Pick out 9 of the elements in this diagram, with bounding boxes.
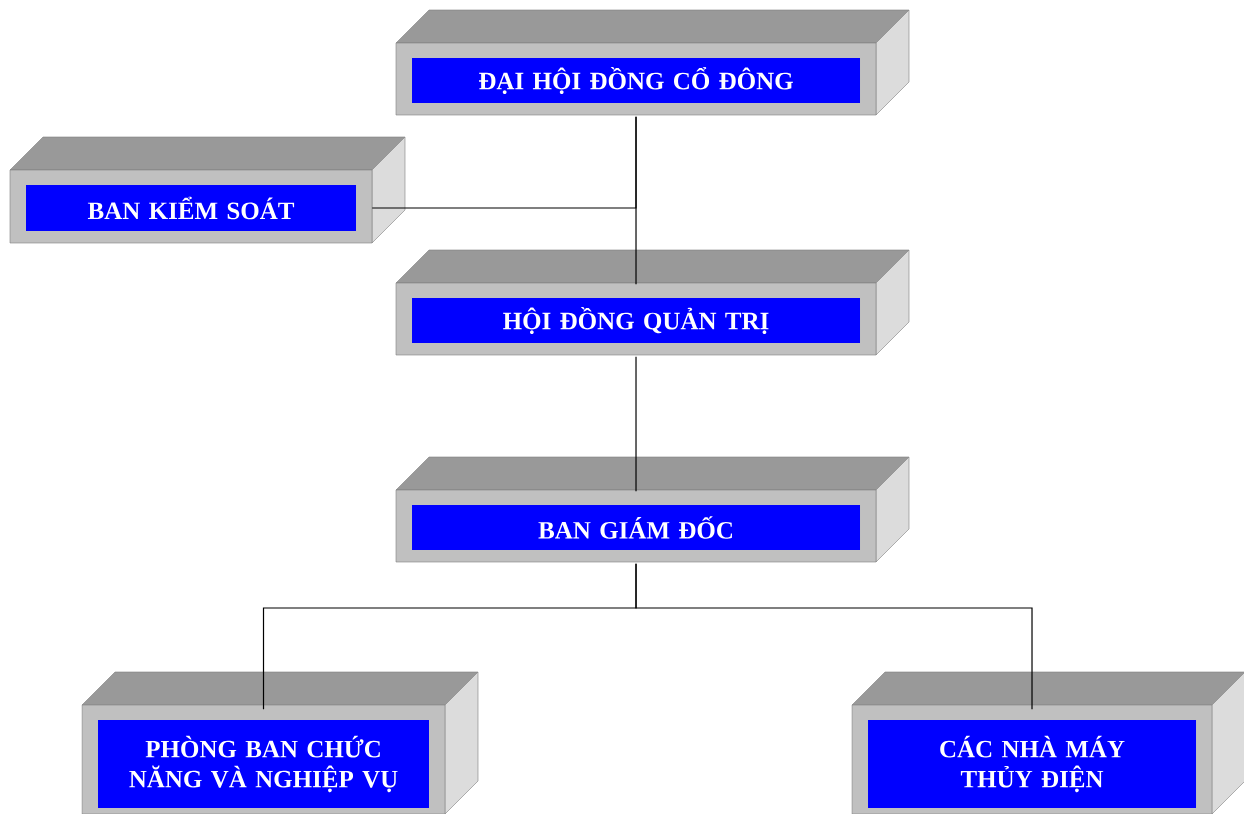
org-box: ĐẠI HỘI ĐỒNG CỔ ĐÔNG <box>395 9 910 116</box>
connector-line <box>635 356 637 492</box>
org-box: BAN KIỂM SOÁT <box>9 136 406 244</box>
org-box: BAN GIÁM ĐỐC <box>395 456 910 563</box>
connector-line <box>635 563 1033 710</box>
org-box: CÁC NHÀ MÁY THỦY ĐIỆN <box>851 671 1244 814</box>
connector-line <box>371 116 637 209</box>
org-box: PHÒNG BAN CHỨC NĂNG VÀ NGHIỆP VỤ <box>81 671 479 814</box>
org-box: HỘI ĐỒNG QUẢN TRỊ <box>395 249 910 356</box>
